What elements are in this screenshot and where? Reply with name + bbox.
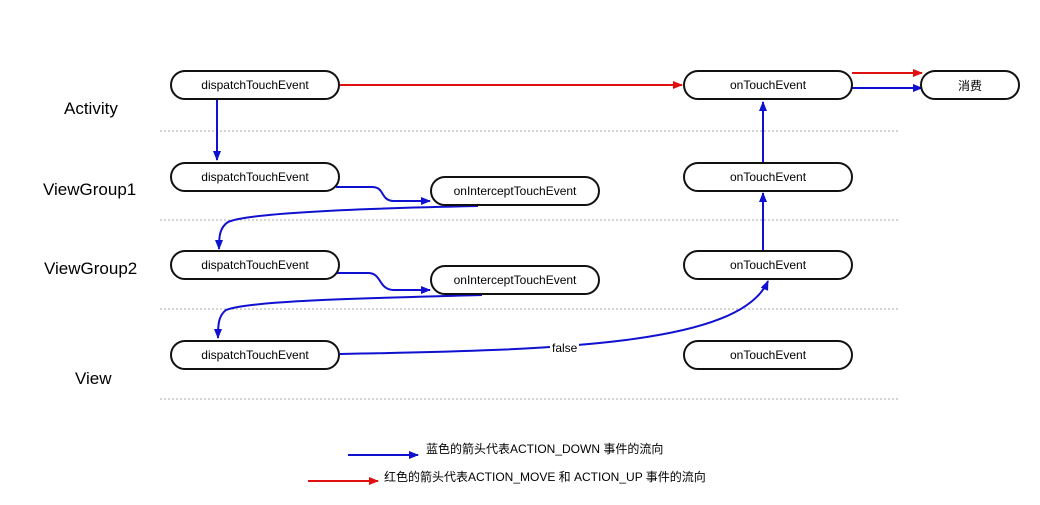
layer-label-viewgroup2: ViewGroup2 — [44, 259, 138, 278]
node-view-ontouch: onTouchEvent — [683, 340, 853, 370]
edge-label-false: false — [550, 341, 580, 355]
node-vg1-ontouch: onTouchEvent — [683, 162, 853, 192]
edge-blue-view-to-vg2-ontouch — [339, 280, 769, 355]
node-vg2-ontouch: onTouchEvent — [683, 250, 853, 280]
node-vg2-dispatch: dispatchTouchEvent — [170, 250, 340, 280]
legend-blue-text: 蓝色的箭头代表ACTION_DOWN 事件的流向 — [426, 442, 664, 456]
edge-blue-vg2-intercept-to-view — [214, 294, 483, 339]
node-activity-ontouch: onTouchEvent — [683, 70, 853, 100]
node-view-dispatch: dispatchTouchEvent — [170, 340, 340, 370]
legend-red-text: 红色的箭头代表ACTION_MOVE 和 ACTION_UP 事件的流向 — [384, 470, 706, 484]
layer-label-view: View — [75, 369, 112, 388]
node-activity-dispatch: dispatchTouchEvent — [170, 70, 340, 100]
edge-blue-vg1-dispatch-to-intercept — [336, 186, 431, 205]
layer-label-activity: Activity — [64, 99, 118, 118]
node-vg2-intercept: onInterceptTouchEvent — [430, 265, 600, 295]
node-vg1-intercept: onInterceptTouchEvent — [430, 176, 600, 206]
node-consume: 消费 — [920, 70, 1020, 100]
edge-blue-vg2-dispatch-to-intercept — [336, 272, 431, 294]
layer-label-viewgroup1: ViewGroup1 — [43, 180, 137, 199]
edge-blue-vg1-intercept-to-vg2 — [215, 205, 479, 250]
node-vg1-dispatch: dispatchTouchEvent — [170, 162, 340, 192]
